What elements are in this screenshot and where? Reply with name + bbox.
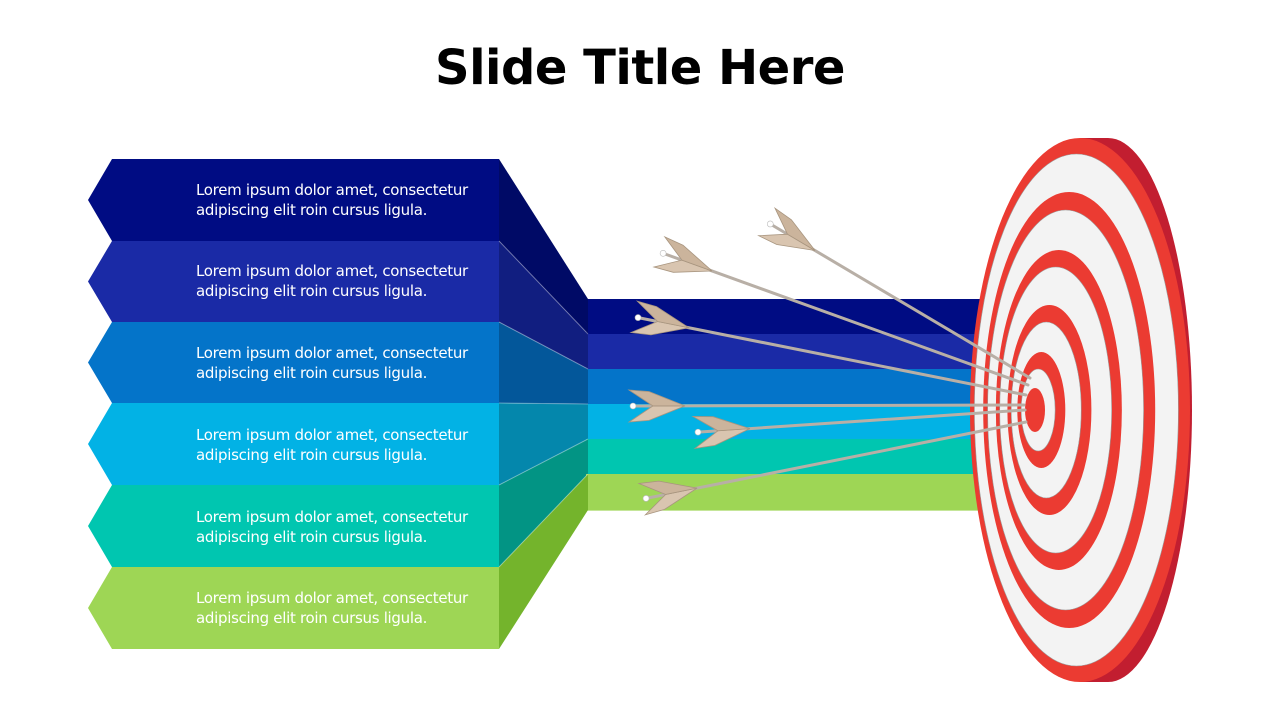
band-side-4 xyxy=(499,403,588,485)
band-divider-1 xyxy=(498,240,589,335)
arrow-shaft-5 xyxy=(698,408,1027,434)
band-3 xyxy=(88,322,499,403)
band-4 xyxy=(88,403,499,485)
band-text-5-line1: Lorem ipsum dolor amet, consectetur xyxy=(196,508,468,526)
arrow-fletch-b-5 xyxy=(691,416,751,432)
band-divider-3 xyxy=(498,402,589,405)
band-text-2-line2: adipiscing elit roin cursus ligula. xyxy=(196,281,428,300)
arrow-fletch-b-4 xyxy=(627,389,686,407)
band-1 xyxy=(88,159,499,241)
arrow-nock-2 xyxy=(659,250,667,257)
arrow-5 xyxy=(691,408,1027,449)
band-text-4-line2: adipiscing elit roin cursus ligula. xyxy=(196,445,428,464)
arrow-shaft-4 xyxy=(633,403,1026,408)
arrow-nock-5 xyxy=(694,428,702,436)
band-5 xyxy=(88,485,499,567)
band-side-3 xyxy=(499,322,588,404)
band-text-1-line2: adipiscing elit roin cursus ligula. xyxy=(196,200,428,219)
band-text-2: Lorem ipsum dolor amet, consectetur adip… xyxy=(196,262,496,301)
target-board xyxy=(970,138,1192,682)
arrow-fletch-b-6 xyxy=(637,480,698,495)
band-text-6-line2: adipiscing elit roin cursus ligula. xyxy=(196,608,428,627)
band-divider-2 xyxy=(498,321,589,370)
band-text-3-line2: adipiscing elit roin cursus ligula. xyxy=(196,363,428,382)
target-ring-11 xyxy=(1025,388,1045,432)
band-2 xyxy=(88,241,499,322)
band-strip-2 xyxy=(586,334,1010,370)
arrow-fletch-b-1 xyxy=(773,206,816,251)
band-text-4: Lorem ipsum dolor amet, consectetur adip… xyxy=(196,426,496,465)
band-text-1: Lorem ipsum dolor amet, consectetur adip… xyxy=(196,181,496,220)
slide-title: Slide Title Here xyxy=(435,40,845,96)
arrow-shaft-2 xyxy=(663,252,1030,387)
arrow-1 xyxy=(757,206,1032,380)
arrow-nock-6 xyxy=(642,495,650,502)
band-text-3: Lorem ipsum dolor amet, consectetur adip… xyxy=(196,344,496,383)
arrow-fletch-b-2 xyxy=(663,235,713,272)
band-divider-4 xyxy=(498,438,589,486)
arrow-nock-4 xyxy=(629,402,637,410)
arrow-4 xyxy=(627,389,1026,423)
band-6 xyxy=(88,567,499,649)
arrow-3 xyxy=(629,300,1028,397)
band-text-1-line1: Lorem ipsum dolor amet, consectetur xyxy=(196,181,468,199)
arrow-fletch-b-3 xyxy=(635,300,690,329)
arrow-nock-1 xyxy=(766,220,774,228)
band-text-3-line1: Lorem ipsum dolor amet, consectetur xyxy=(196,344,468,362)
band-text-4-line1: Lorem ipsum dolor amet, consectetur xyxy=(196,426,468,444)
arrow-nock-3 xyxy=(634,314,642,321)
arrow-6 xyxy=(637,420,1028,516)
arrow-shaft-6 xyxy=(646,420,1028,500)
band-text-6: Lorem ipsum dolor amet, consectetur adip… xyxy=(196,589,496,628)
band-side-1 xyxy=(499,159,588,334)
arrow-2 xyxy=(652,235,1030,387)
band-side-2 xyxy=(499,241,588,369)
arrow-shaft-3 xyxy=(638,316,1028,397)
arrows-layer xyxy=(627,206,1032,516)
band-divider-5 xyxy=(498,473,589,568)
band-side-6 xyxy=(499,474,588,649)
band-text-5: Lorem ipsum dolor amet, consectetur adip… xyxy=(196,508,496,547)
band-strip-6 xyxy=(586,474,1010,511)
band-text-6-line1: Lorem ipsum dolor amet, consectetur xyxy=(196,589,468,607)
band-side-5 xyxy=(499,439,588,567)
band-text-5-line2: adipiscing elit roin cursus ligula. xyxy=(196,527,428,546)
band-text-2-line1: Lorem ipsum dolor amet, consectetur xyxy=(196,262,468,280)
